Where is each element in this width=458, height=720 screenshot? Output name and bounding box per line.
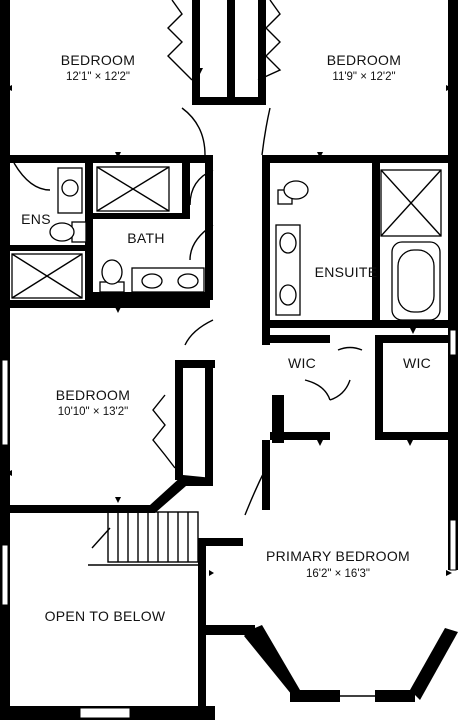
ensuite-fixtures [275, 169, 442, 321]
bedroom-ne-size: 11'9" × 12'2" [332, 71, 395, 83]
bath-label: BATH [127, 230, 165, 246]
doors [13, 0, 363, 516]
wic-right-label: WIC [403, 355, 431, 371]
door-markers [6, 68, 452, 576]
primary-bedroom-size: 16'2" × 16'3" [306, 568, 370, 580]
interior-walls [10, 0, 458, 708]
open-to-below-label: OPEN TO BELOW [45, 608, 166, 624]
ens-fixtures [11, 167, 87, 299]
bedroom-w-size: 10'10" × 13'2" [58, 406, 128, 418]
ensuite-label: ENSUITE [315, 264, 378, 280]
wic-left-label: WIC [288, 355, 316, 371]
bedroom-w-name: BEDROOM [56, 387, 130, 403]
stairs [88, 511, 199, 566]
bath-fixtures [96, 166, 205, 293]
bedroom-nw-name: BEDROOM [61, 52, 135, 68]
primary-bedroom-name: PRIMARY BEDROOM [266, 548, 410, 564]
bedroom-ne-name: BEDROOM [327, 52, 401, 68]
ens-label: ENS [21, 211, 51, 227]
windows [1, 329, 457, 719]
bedroom-nw-size: 12'1" × 12'2" [66, 71, 130, 83]
